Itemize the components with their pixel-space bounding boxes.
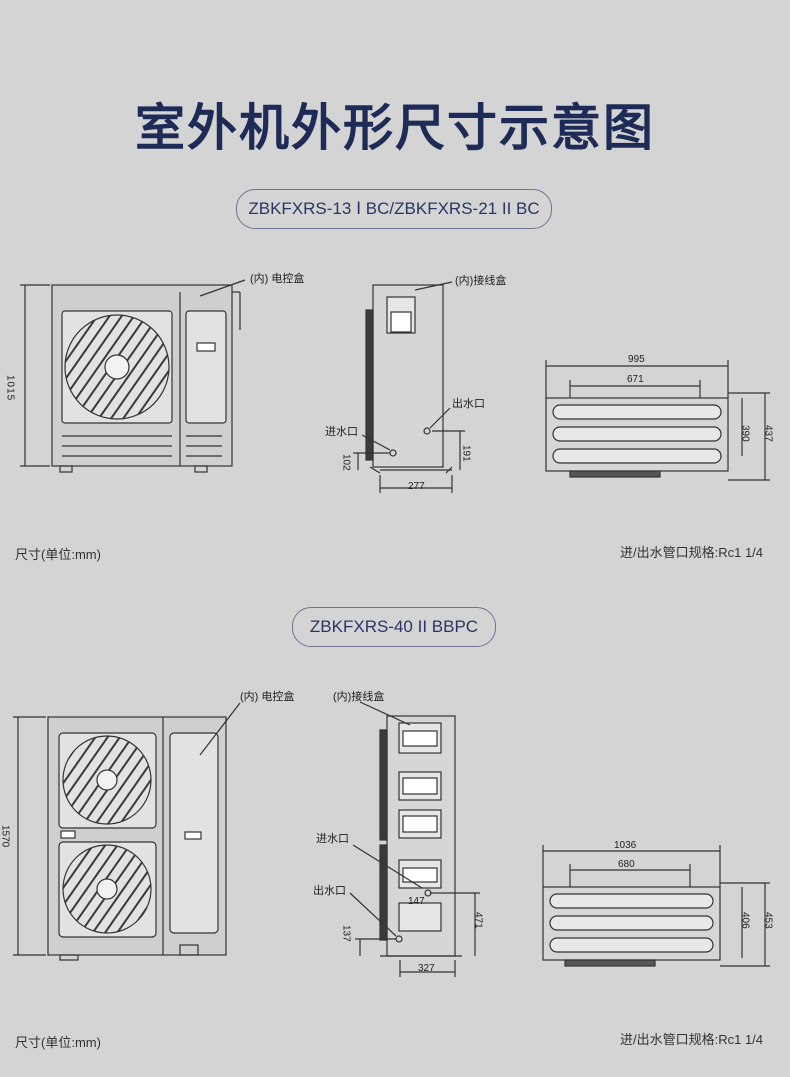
side-view-2 [349,701,480,977]
dim-406-2: 406 [740,912,751,929]
dim-inlet-h-1: 102 [341,454,352,471]
model-badge-1: ZBKFXRS-13 Ⅰ BC/ZBKFXRS-21 II BC [236,189,552,229]
pipe-note-1: 进/出水管口规格:Rc1 1/4 [620,545,764,560]
dim-outlet-h-1: 191 [461,445,472,462]
dim-437-1: 437 [763,425,774,442]
unit-note-2: 尺寸(单位:mm) [15,1035,101,1050]
label-control-box-2: (内) 电控盒 [240,689,294,703]
label-wiring-box-2: (内)接线盒 [333,689,384,703]
side-view-1 [353,281,465,493]
label-water-in-1: 进水口 [325,425,358,438]
pipe-note-2: 进/出水管口规格:Rc1 1/4 [620,1032,764,1047]
dim-depth-2: 327 [418,963,435,974]
dim-outlet-h-2: 471 [473,912,484,929]
label-control-box-1: (内) 电控盒 [250,271,304,285]
front-view-2 [13,702,241,961]
dim-foot-2: 680 [618,859,635,870]
dim-depth-1: 277 [408,481,425,492]
dim-height-1: 1015 [5,375,16,401]
front-view-1 [20,279,246,473]
dim-453-2: 453 [763,912,774,929]
model-badge-2: ZBKFXRS-40 II BBPC [292,607,496,647]
dim-foot-1: 671 [627,374,644,385]
dim-inlet-h-2: 137 [341,925,352,942]
dim-height-2: 1570 [0,825,11,848]
top-view-1 [545,360,770,481]
label-water-in-2: 进水口 [316,832,349,845]
page-title: 室外机外形尺寸示意图 [135,100,655,156]
dim-390-1: 390 [740,425,751,442]
unit-note-1: 尺寸(单位:mm) [15,547,101,562]
top-view-2 [542,845,770,967]
dim-offset-2: 147 [408,896,425,907]
label-water-out-1: 出水口 [452,396,485,410]
label-wiring-box-1: (内)接线盒 [455,273,506,287]
dim-width-1: 995 [628,354,645,365]
dim-width-2: 1036 [614,840,637,851]
label-water-out-2: 出水口 [313,883,346,897]
